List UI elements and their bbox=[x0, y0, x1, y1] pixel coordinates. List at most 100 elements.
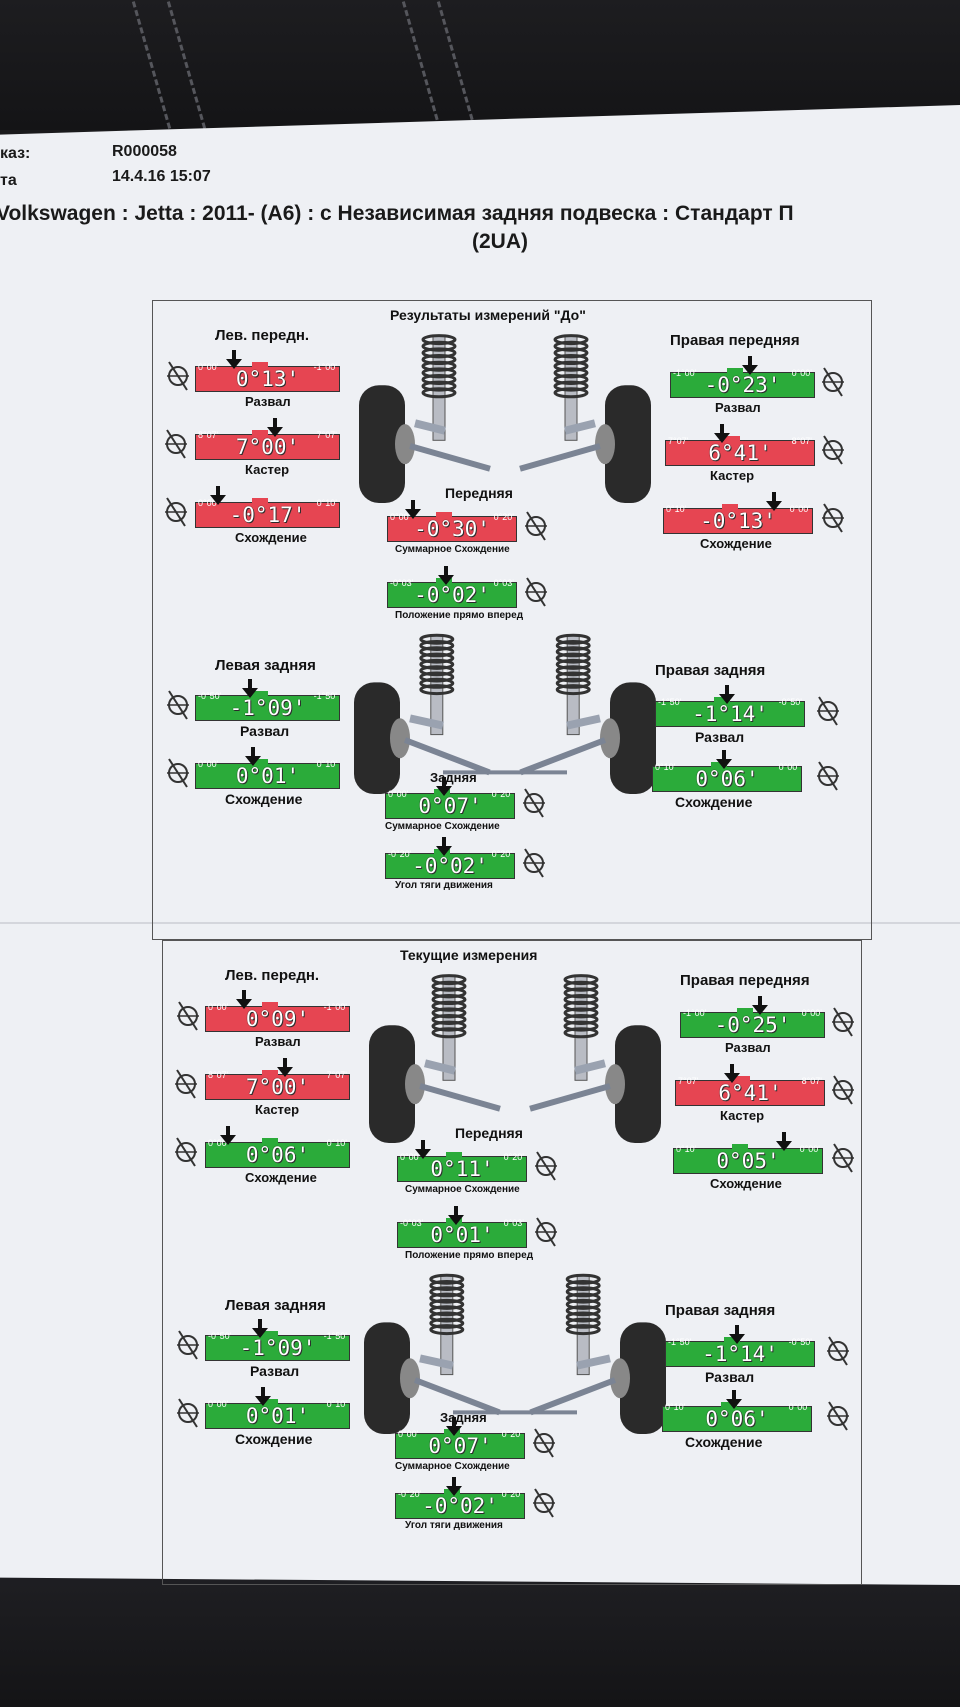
sec0-front-right-caster-gauge: 7°07'8°07'6°41' bbox=[665, 434, 815, 466]
sec1-front-left-camber-gauge-max-limit: -1°00' bbox=[323, 1002, 347, 1012]
sec0-front-right-camber-icon bbox=[820, 366, 846, 398]
sec1-rear-right-camber-icon bbox=[825, 1335, 851, 1367]
sec0-front-right-toe-gauge-max-limit: 0°00' bbox=[789, 504, 810, 514]
sec1-rear-left-camber-gauge-max-limit: -1°50' bbox=[323, 1331, 347, 1341]
sec0-title: Результаты измерений "До" bbox=[390, 307, 586, 323]
sec1-rear-total-toe-gauge-max-limit: 0°20' bbox=[501, 1429, 522, 1439]
sec0-rear-total-toe-gauge-min-limit: 0°00' bbox=[388, 789, 409, 799]
sec1-rear-left-camber-gauge-value: -1°09' bbox=[239, 1336, 316, 1360]
sec1-front-left-toe-gauge-max-limit: 0°10' bbox=[326, 1138, 347, 1148]
sec0-rear-right-camber-label: Развал bbox=[695, 729, 745, 745]
sec0-thrust-angle-gauge-value: -0°02' bbox=[412, 854, 488, 878]
vehicle-title: Volkswagen : Jetta : 2011- (A6) : с Неза… bbox=[0, 202, 794, 225]
sec0-front-left-toe-gauge-min-limit: 0°00' bbox=[198, 498, 219, 508]
sec1-front-left-caster-gauge-max-limit: 7°07' bbox=[326, 1070, 347, 1080]
sec1-straight-ahead-gauge-max-limit: 0°03' bbox=[503, 1218, 524, 1228]
sec1-rear-left-name: Левая задняя bbox=[225, 1297, 326, 1314]
sec0-front-left-toe-label: Схождение bbox=[235, 530, 307, 545]
sec0-rear-left-camber-gauge-min-limit: -0°50' bbox=[198, 691, 222, 701]
sec1-rear-right-camber-label: Развал bbox=[705, 1369, 755, 1385]
sec0-front-right-toe-gauge: 0°10' 0°00' -0°13' bbox=[663, 502, 813, 534]
sec1-thrust-angle-gauge-max-limit: 0°20' bbox=[501, 1489, 522, 1499]
sec1-front-left-caster-gauge-min-limit: 8°07' bbox=[208, 1070, 229, 1080]
sec0-front-right-caster-gauge-max-limit: 8°07' bbox=[791, 436, 812, 446]
sec1-front-left-camber-gauge-min-limit: 0°00' bbox=[208, 1002, 229, 1012]
sec0-front-total-toe-gauge-value: -0°30' bbox=[414, 517, 490, 541]
sec0-rear-left-name: Левая задняя bbox=[215, 657, 316, 674]
sec0-front-right-camber-label: Развал bbox=[715, 400, 761, 415]
sec1-front-left-camber-gauge: 0°00' -1°00' 0°09' bbox=[205, 1000, 350, 1032]
sec0-straight-ahead-label: Положение прямо вперед bbox=[395, 610, 524, 621]
sec0-thrust-angle-gauge: -0°20'0°20'-0°02' bbox=[385, 847, 515, 879]
sec0-front-total-toe-label: Суммарное Схождение bbox=[395, 544, 510, 555]
sec0-front-total-toe-gauge-max-limit: 0°20' bbox=[493, 512, 514, 522]
date-value: 14.4.16 15:07 bbox=[112, 168, 211, 185]
sec1-front-left-caster-gauge: 8°07'7°07'7°00' bbox=[205, 1068, 350, 1100]
sec0-rear-left-toe-gauge-min-limit: 0°00' bbox=[198, 759, 219, 769]
sec0-front-left-camber-label: Развал bbox=[245, 394, 291, 409]
sec1-front-right-caster-gauge-min-limit: 7°07' bbox=[678, 1076, 699, 1086]
sec0-front-left-camber-gauge-value: 0°13' bbox=[235, 367, 300, 391]
sec1-front-right-camber-gauge-min-limit: -1°00' bbox=[683, 1008, 707, 1018]
sec1-front-total-toe-gauge: 0°00'0°20'0°11' bbox=[397, 1150, 527, 1182]
sec1-front-total-toe-gauge-value: 0°11' bbox=[430, 1157, 494, 1181]
sec0-front-right-camber-gauge-value: -0°23' bbox=[704, 373, 781, 397]
sec1-rear-right-camber-gauge-value: -1°14' bbox=[702, 1342, 778, 1366]
sec0-front-left-name: Лев. передн. bbox=[215, 327, 310, 344]
sec0-front-left-caster-icon bbox=[163, 428, 189, 460]
sec0-front-right-camber-gauge: -1°00'0°00'-0°23' bbox=[670, 366, 815, 398]
panel-current bbox=[162, 940, 862, 1585]
sec0-front-left-camber-gauge: 0°00'-1°00'0°13' bbox=[195, 360, 340, 392]
sec1-front-left-camber-label: Развал bbox=[255, 1034, 301, 1049]
sec1-rear-total-toe-icon bbox=[531, 1427, 557, 1459]
sec1-front-total-toe-label: Суммарное Схождение bbox=[405, 1184, 520, 1195]
sec0-rear-right-toe-icon bbox=[815, 760, 841, 792]
sec0-front-right-camber-gauge-max-limit: 0°00' bbox=[791, 368, 812, 378]
sec1-rear-right-name: Правая задняя bbox=[665, 1302, 776, 1319]
sec1-rear-left-camber-gauge: -0°50' -1°50' -1°09' bbox=[205, 1329, 350, 1361]
sec1-thrust-angle-icon bbox=[531, 1487, 557, 1519]
sec1-rear-right-toe-gauge-max-limit: 0°00' bbox=[788, 1402, 809, 1412]
sec1-rear-right-toe-label: Схождение bbox=[685, 1434, 763, 1450]
sec0-rear-left-toe-gauge: 0°00'0°10'0°01' bbox=[195, 757, 340, 789]
order-number: R000058 bbox=[112, 143, 177, 160]
sec0-rear-right-camber-gauge-value: -1°14' bbox=[692, 702, 768, 726]
sec0-front-axle-label: Передняя bbox=[445, 485, 513, 501]
vehicle-title-line2: (2UA) bbox=[472, 230, 528, 253]
sec0-front-right-toe-icon bbox=[820, 502, 846, 534]
sec0-rear-right-toe-gauge-value: 0°06' bbox=[695, 767, 759, 791]
sec0-rear-left-camber-icon bbox=[165, 689, 191, 721]
sec1-rear-right-toe-gauge-min-limit: 0°10' bbox=[665, 1402, 686, 1412]
sec1-front-right-toe-icon bbox=[830, 1142, 856, 1174]
sec0-front-right-toe-label: Схождение bbox=[700, 536, 772, 551]
sec0-front-right-caster-icon bbox=[820, 434, 846, 466]
sec0-front-left-toe-gauge-value: -0°17' bbox=[229, 503, 306, 527]
panel-before bbox=[152, 300, 872, 940]
sec1-front-left-caster-label: Кастер bbox=[255, 1102, 300, 1117]
sec1-front-right-caster-gauge-max-limit: 8°07' bbox=[801, 1076, 822, 1086]
sec0-front-right-toe-gauge-min-limit: 0°10' bbox=[666, 504, 687, 514]
sec0-front-left-toe-gauge-max-limit: 0°10' bbox=[316, 498, 337, 508]
sec0-front-total-toe-gauge-min-limit: 0°00' bbox=[390, 512, 411, 522]
sec0-front-right-toe-gauge-value: -0°13' bbox=[700, 509, 776, 533]
sec1-front-left-camber-gauge-value: 0°09' bbox=[245, 1007, 310, 1031]
sec1-rear-right-toe-gauge: 0°10'0°00'0°06' bbox=[662, 1400, 812, 1432]
sec1-straight-ahead-icon bbox=[533, 1216, 559, 1248]
sec0-front-right-caster-gauge-min-limit: 7°07' bbox=[668, 436, 689, 446]
sec0-rear-total-toe-label: Суммарное Схождение bbox=[385, 821, 500, 832]
sec0-rear-left-camber-gauge-max-limit: -1°50' bbox=[313, 691, 337, 701]
sec1-rear-left-camber-gauge-min-limit: -0°50' bbox=[208, 1331, 232, 1341]
sec0-front-left-camber-gauge-min-limit: 0°00' bbox=[198, 362, 219, 372]
sec1-rear-right-camber-gauge-max-limit: -0°50' bbox=[788, 1337, 812, 1347]
sec0-front-left-caster-gauge-value: 7°00' bbox=[235, 435, 300, 459]
sec0-rear-left-camber-gauge-value: -1°09' bbox=[229, 696, 306, 720]
sec0-thrust-angle-gauge-min-limit: -0°20' bbox=[388, 849, 412, 859]
sec1-front-left-name: Лев. передн. bbox=[225, 967, 320, 984]
sec0-thrust-angle-label: Угол тяги движения bbox=[395, 880, 493, 891]
sec1-front-left-caster-icon bbox=[173, 1068, 199, 1100]
sec0-rear-right-camber-gauge-min-limit: -1°50' bbox=[658, 697, 682, 707]
sec0-rear-right-camber-gauge: -1°50' -0°50' -1°14' bbox=[655, 695, 805, 727]
sec0-rear-left-toe-label: Схождение bbox=[225, 791, 303, 807]
sec1-title: Текущие измерения bbox=[400, 947, 538, 963]
sec0-rear-right-camber-gauge-max-limit: -0°50' bbox=[778, 697, 802, 707]
